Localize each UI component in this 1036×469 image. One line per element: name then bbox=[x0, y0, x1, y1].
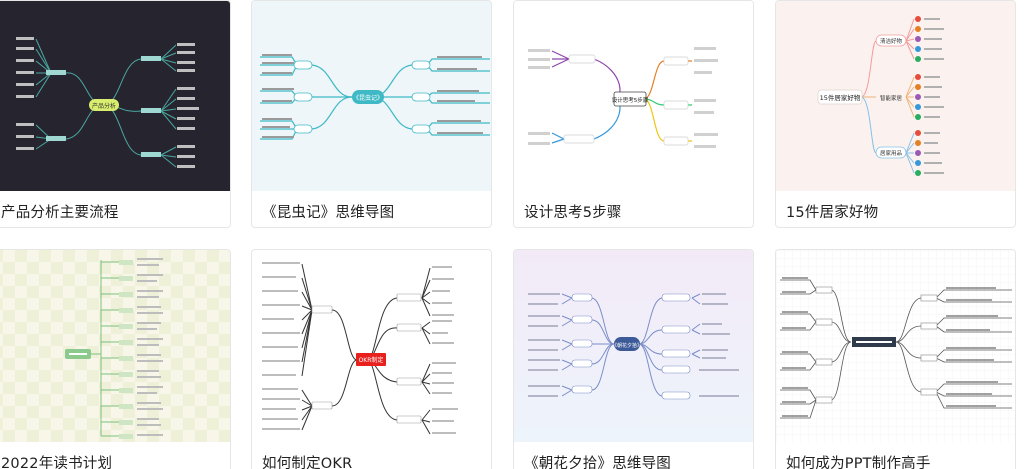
card-title[interactable]: 《昆虫记》思维导图 bbox=[262, 205, 395, 221]
template-card-design-thinking[interactable]: 设计思考5步骤 设计思考5步骤 bbox=[513, 0, 754, 228]
mindmap-thumbnail: 产品分析 bbox=[0, 1, 230, 191]
mindmap-thumbnail: 设计思考5步骤 bbox=[514, 1, 753, 191]
template-card-ppt-master[interactable]: 如何成为PPT制作高手 bbox=[775, 249, 1016, 469]
card-title[interactable]: 如何成为PPT制作高手 bbox=[786, 456, 931, 469]
mindmap-center-label: 《昆虫记》 bbox=[353, 94, 383, 102]
template-card-dawn-blossoms[interactable]: 《朝花夕拾》 《朝花夕拾》思维导图 bbox=[513, 249, 754, 469]
mindmap-thumbnail: 清洁好物 智能家居 居家用品 15件居家好物 bbox=[776, 1, 1015, 191]
mindmap-thumbnail bbox=[776, 250, 1015, 442]
branch-label: 智能家居 bbox=[880, 94, 903, 102]
mindmap-center-label: 15件居家好物 bbox=[820, 93, 861, 102]
mindmap-thumbnail: 《昆虫记》 bbox=[252, 1, 491, 191]
template-card-reading-plan[interactable]: 2022年读书计划 bbox=[0, 249, 231, 469]
mindmap-center-label: 《朝花夕拾》 bbox=[612, 342, 642, 349]
card-title[interactable]: 产品分析主要流程 bbox=[1, 205, 119, 221]
mindmap-center-label: OKR制定 bbox=[359, 356, 384, 364]
branch-label: 居家用品 bbox=[880, 149, 903, 157]
mindmap-center-label: 设计思考5步骤 bbox=[612, 96, 649, 104]
mindmap-thumbnail bbox=[0, 250, 230, 442]
template-card-home-goods[interactable]: 清洁好物 智能家居 居家用品 15件居家好物 15件居家好物 bbox=[775, 0, 1016, 228]
mindmap-thumbnail: OKR制定 bbox=[252, 250, 491, 442]
card-title[interactable]: 15件居家好物 bbox=[786, 205, 879, 221]
card-title[interactable]: 如何制定OKR bbox=[262, 456, 353, 469]
card-title[interactable]: 2022年读书计划 bbox=[1, 456, 113, 469]
branch-label: 清洁好物 bbox=[880, 37, 903, 45]
template-card-insect-notes[interactable]: 《昆虫记》 《昆虫记》思维导图 bbox=[251, 0, 492, 228]
template-card-okr[interactable]: OKR制定 如何制定OKR bbox=[251, 249, 492, 469]
card-title[interactable]: 设计思考5步骤 bbox=[524, 205, 622, 221]
card-title[interactable]: 《朝花夕拾》思维导图 bbox=[524, 456, 671, 469]
mindmap-center-label: 产品分析 bbox=[92, 102, 116, 110]
template-card-product-analysis[interactable]: 产品分析 产品分析主要流程 bbox=[0, 0, 231, 228]
mindmap-thumbnail: 《朝花夕拾》 bbox=[514, 250, 753, 442]
